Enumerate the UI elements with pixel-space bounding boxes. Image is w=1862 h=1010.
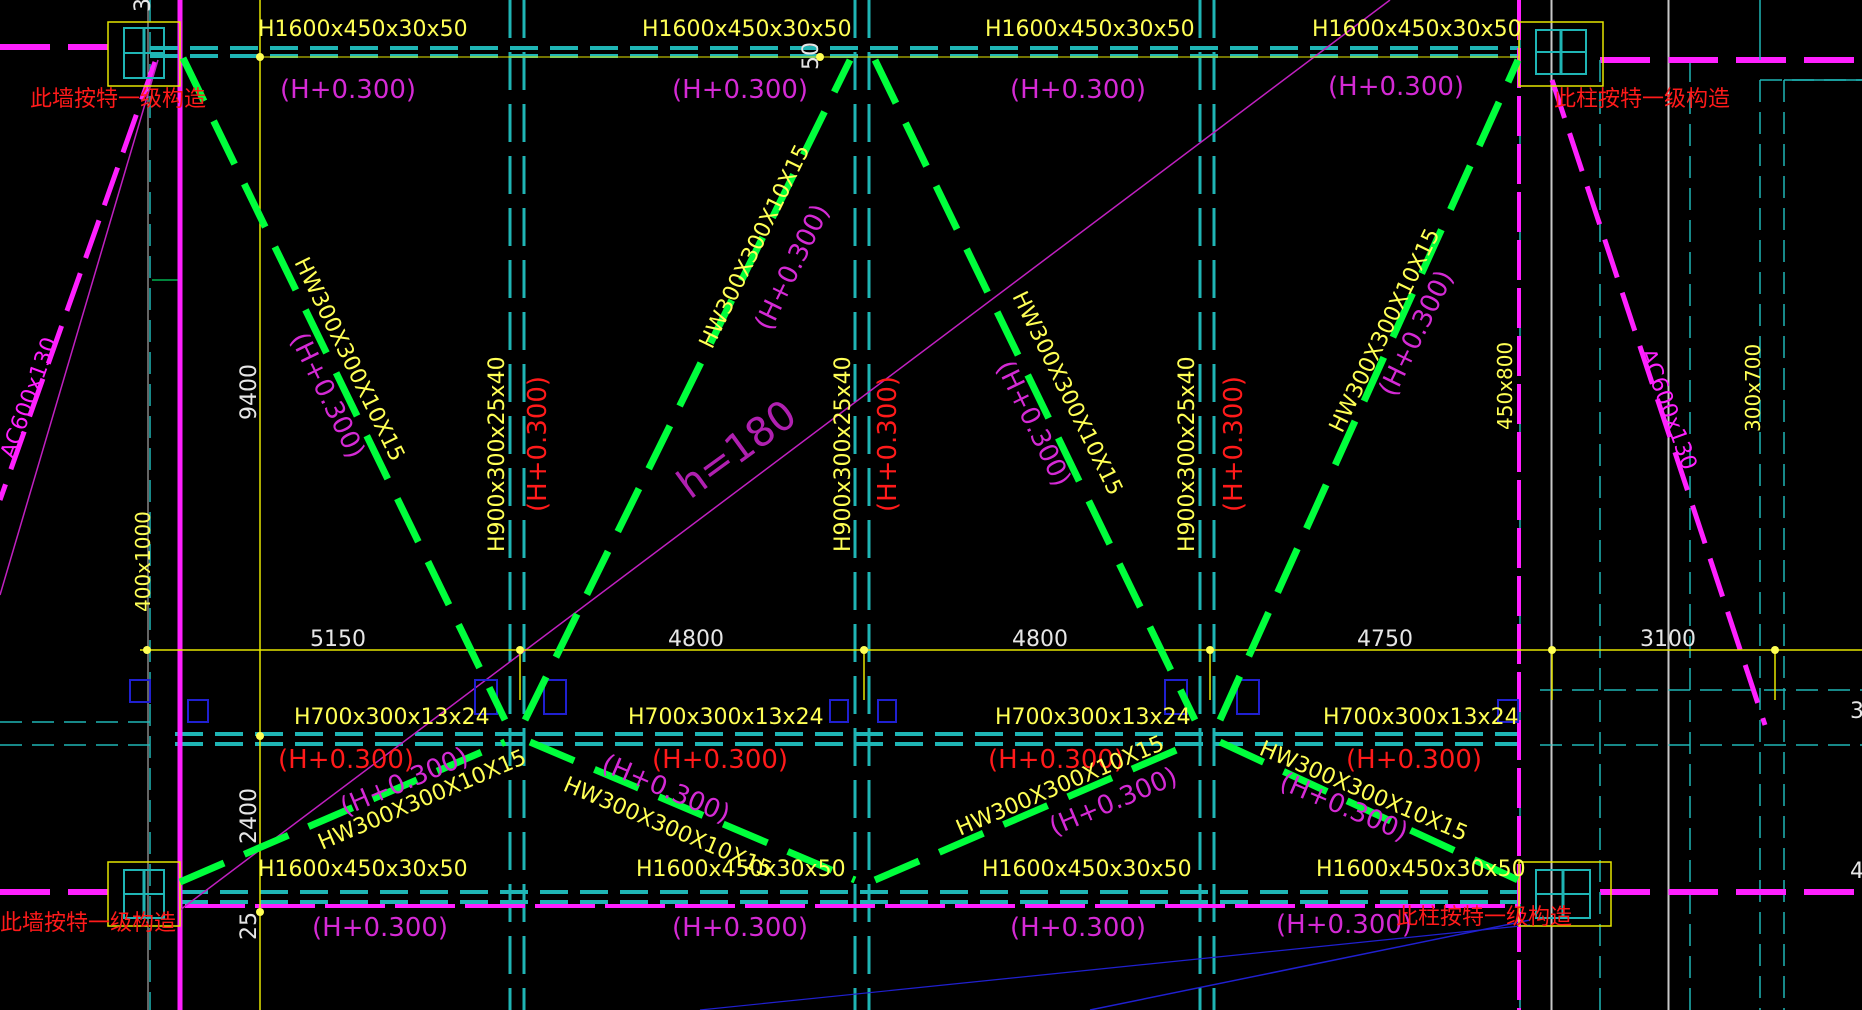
bottom-elev-labels: (H+0.300) (H+0.300) (H+0.300) (H+0.300) <box>312 910 1412 943</box>
dim-9400: 9400 <box>237 364 262 420</box>
dimensions: 9400 2400 25 50 5150 4800 4800 4750 3100… <box>131 0 1862 940</box>
bottom-beam-label-1: H1600x450x30x50 <box>258 857 468 882</box>
brace-upper-4 <box>1216 58 1522 722</box>
top-elev-labels: (H+0.300) (H+0.300) (H+0.300) (H+0.300) <box>280 72 1464 105</box>
dim-50: 50 <box>799 42 824 70</box>
bottom-elev-4: (H+0.300) <box>1276 910 1412 940</box>
mid-beam-label-3: H700x300x13x24 <box>995 705 1191 730</box>
dim-4750: 4750 <box>1357 627 1413 652</box>
mid-elev-1: (H+0.300) <box>278 745 414 775</box>
brace-upper-2 <box>521 58 854 722</box>
top-elev-4: (H+0.300) <box>1328 72 1464 102</box>
mid-beam-labels: H700x300x13x24 H700x300x13x24 H700x300x1… <box>294 705 1519 730</box>
corner-column-top-right <box>1518 21 1604 87</box>
bottom-beam-label-3: H1600x450x30x50 <box>982 857 1192 882</box>
dim-4800b: 4800 <box>1012 627 1068 652</box>
mid-beam-label-2: H700x300x13x24 <box>628 705 824 730</box>
top-beam-label-2: H1600x450x30x50 <box>642 17 852 42</box>
edge-label-3-top: 3 <box>131 0 156 12</box>
column-label-1: H900x300x25x40 <box>485 356 510 552</box>
green-braces <box>178 56 1522 886</box>
bottom-elev-2: (H+0.300) <box>672 913 808 943</box>
top-beam-label-1: H1600x450x30x50 <box>258 17 468 42</box>
brace-lower-4 <box>1218 738 1520 884</box>
wall-note-bottom: 此墙按特一级构造 <box>0 911 176 936</box>
bottom-beam-label-4: H1600x450x30x50 <box>1316 857 1526 882</box>
notes: 此墙按特一级构造 此柱按特一级构造 此墙按特一级构造 此柱按特一级构造 <box>0 87 1730 936</box>
dim-25: 25 <box>237 912 262 940</box>
wall-note-top: 此墙按特一级构造 <box>30 87 206 112</box>
dim-2400: 2400 <box>237 788 262 844</box>
dim-4800a: 4800 <box>668 627 724 652</box>
mid-beam-label-4: H700x300x13x24 <box>1323 705 1519 730</box>
mid-beam-label-1: H700x300x13x24 <box>294 705 490 730</box>
column-elev-2: (H+0.300) <box>873 376 903 512</box>
brace-upper-1 <box>179 56 509 722</box>
column-elev-1: (H+0.300) <box>523 376 553 512</box>
corner-column-top-left <box>107 21 181 87</box>
left-col-label: 400x1000 <box>131 511 155 612</box>
top-elev-2: (H+0.300) <box>672 75 808 105</box>
column-label-3: H900x300x25x40 <box>1175 356 1200 552</box>
corner-columns <box>107 21 1612 927</box>
corner-column-bottom-right <box>1518 861 1612 927</box>
top-beam-label-4: H1600x450x30x50 <box>1312 17 1522 42</box>
column-label-2: H900x300x25x40 <box>831 356 856 552</box>
bottom-beam-label-2: H1600x450x30x50 <box>636 857 846 882</box>
top-elev-1: (H+0.300) <box>280 75 416 105</box>
corner-column-bottom-left <box>107 861 181 927</box>
bottom-elev-3: (H+0.300) <box>1010 913 1146 943</box>
brace-lower-3 <box>873 738 1197 884</box>
bottom-beam-labels: H1600x450x30x50 H1600x450x30x50 H1600x45… <box>258 857 1526 882</box>
top-elev-3: (H+0.300) <box>1010 75 1146 105</box>
top-beam-label-3: H1600x450x30x50 <box>985 17 1195 42</box>
brace-upper-3 <box>871 58 1199 722</box>
right-col-label-a: 450x800 <box>1493 342 1517 430</box>
bottom-elev-1: (H+0.300) <box>312 913 448 943</box>
edge-label-4: 4 <box>1850 859 1862 884</box>
edge-label-3-mid: 3 <box>1850 699 1862 724</box>
column-elev-3: (H+0.300) <box>1219 376 1249 512</box>
right-col-label-b: 300x700 <box>1741 344 1765 432</box>
top-beam-labels: H1600x450x30x50 H1600x450x30x50 H1600x45… <box>258 17 1522 42</box>
column-note-top: 此柱按特一级构造 <box>1554 87 1730 112</box>
mid-elev-2: (H+0.300) <box>652 745 788 775</box>
brace-lower-1 <box>178 738 507 886</box>
column-note-bottom: 此柱按特一级构造 <box>1396 905 1572 930</box>
column-labels: H900x300x25x40 (H+0.300) H900x300x25x40 … <box>485 356 1249 552</box>
dim-3100: 3100 <box>1640 627 1696 652</box>
mid-elev-labels: (H+0.300) (H+0.300) (H+0.300) (H+0.300) <box>278 745 1482 775</box>
dim-5150: 5150 <box>310 627 366 652</box>
mid-elev-4: (H+0.300) <box>1346 745 1482 775</box>
brace-lower-2 <box>528 738 857 884</box>
mid-elev-3: (H+0.300) <box>988 745 1124 775</box>
